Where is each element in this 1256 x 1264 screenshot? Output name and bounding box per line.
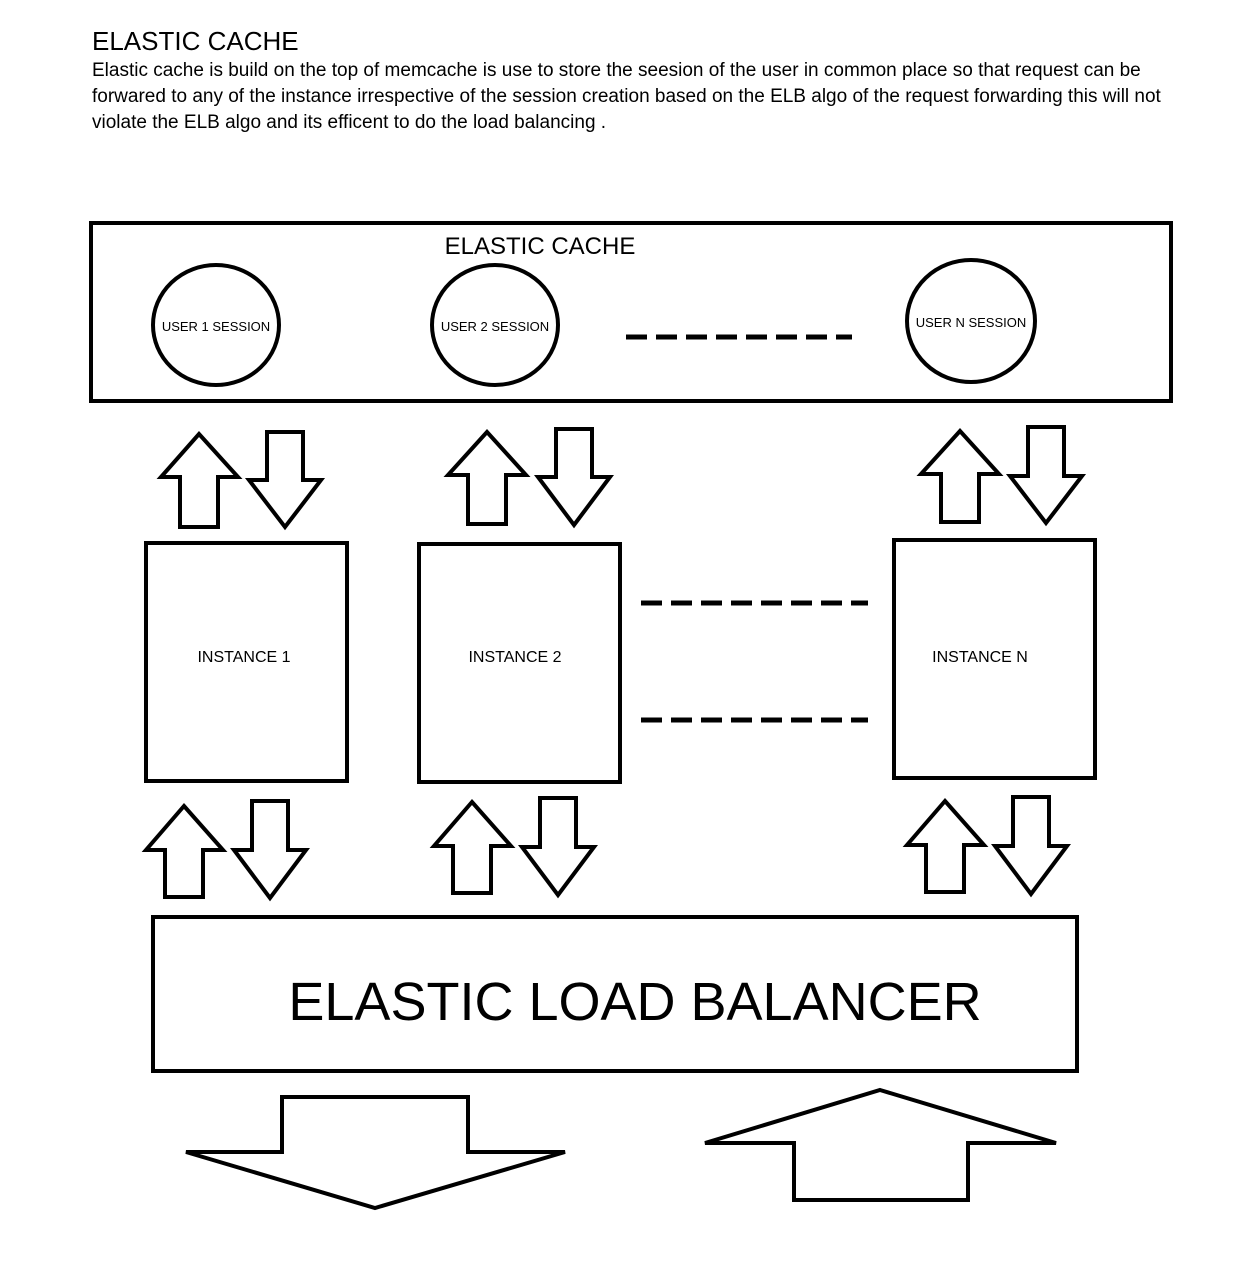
instance-label: INSTANCE N xyxy=(932,649,1028,666)
up-arrow-icon xyxy=(141,802,228,899)
session-user-2: USER 2 SESSION xyxy=(430,263,560,387)
instance-label: INSTANCE 2 xyxy=(468,649,561,666)
down-arrow-icon xyxy=(534,427,614,529)
elastic-cache-label: ELASTIC CACHE xyxy=(445,233,636,260)
page-title: ELASTIC CACHE xyxy=(92,26,299,56)
down-arrow-icon xyxy=(518,796,598,899)
instance-label: INSTANCE 1 xyxy=(197,649,290,666)
large-up-arrow-icon xyxy=(704,1087,1057,1202)
load-balancer-label: ELASTIC LOAD BALANCER xyxy=(288,972,981,1032)
down-arrow-icon xyxy=(991,795,1071,898)
description-paragraph: Elastic cache is build on the top of mem… xyxy=(92,60,1161,133)
down-arrow-icon xyxy=(1005,425,1087,527)
down-arrow-icon xyxy=(244,430,326,531)
down-arrow-icon xyxy=(230,799,310,902)
instance-box xyxy=(417,542,622,784)
instance-box xyxy=(144,541,349,783)
session-circle xyxy=(905,258,1037,384)
session-user-1: USER 1 SESSION xyxy=(151,263,281,387)
up-arrow-icon xyxy=(156,431,243,529)
session-label: USER N SESSION xyxy=(916,315,1027,330)
instance-box xyxy=(892,538,1097,780)
large-down-arrow-icon xyxy=(185,1095,566,1211)
up-arrow-icon xyxy=(429,798,516,895)
instance-n: INSTANCE N xyxy=(892,538,1097,780)
up-arrow-icon xyxy=(443,429,531,526)
session-label: USER 2 SESSION xyxy=(441,319,549,334)
up-arrow-icon xyxy=(902,797,989,894)
session-circle xyxy=(430,263,560,387)
session-user-n: USER N SESSION xyxy=(905,258,1037,384)
session-circle xyxy=(151,263,281,387)
up-arrow-icon xyxy=(916,428,1004,524)
instance-1: INSTANCE 1 xyxy=(144,541,349,783)
instance-2: INSTANCE 2 xyxy=(417,542,622,784)
session-label: USER 1 SESSION xyxy=(162,319,270,334)
load-balancer-box xyxy=(151,915,1079,1073)
